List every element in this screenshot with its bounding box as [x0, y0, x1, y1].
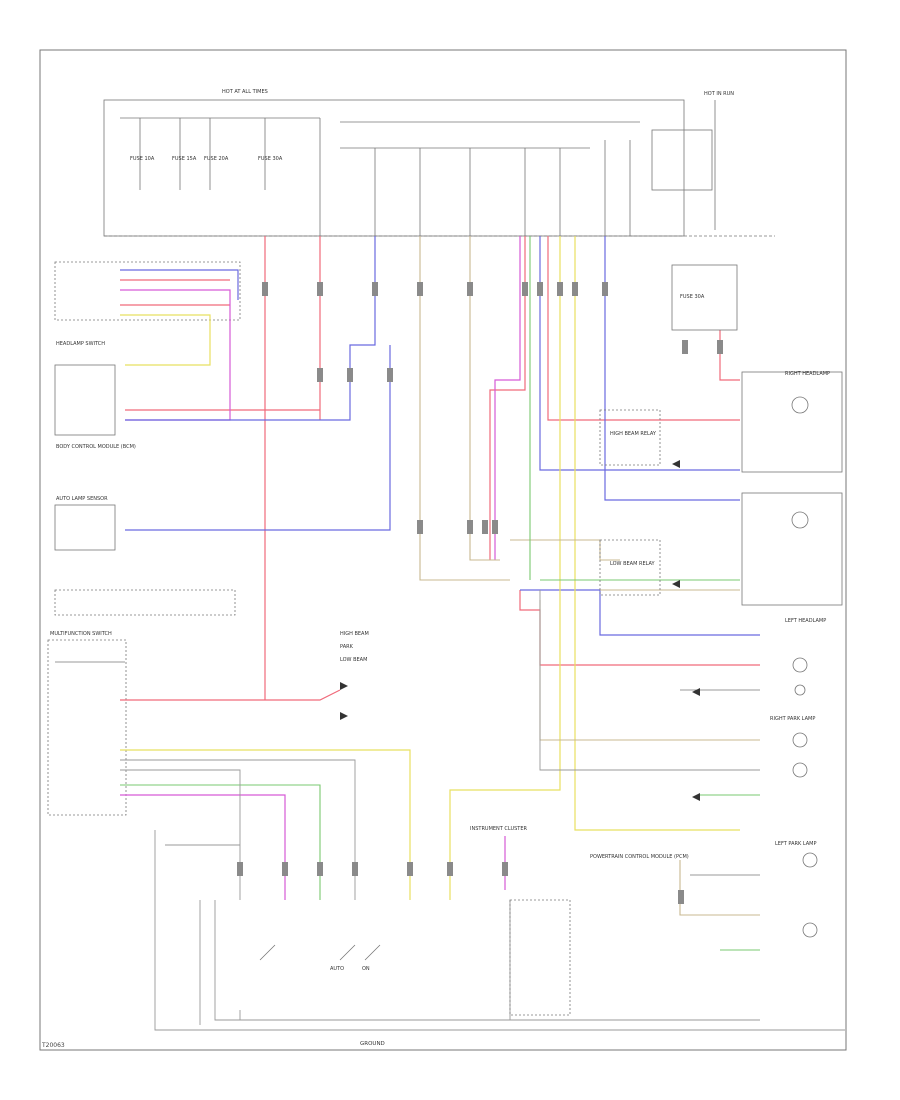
diagram-frame [39, 49, 847, 1051]
diagram-figure-id: T20063 [41, 1042, 65, 1049]
svg-text:RIGHT PARK LAMP: RIGHT PARK LAMP [770, 716, 815, 722]
svg-text:PARK: PARK [340, 644, 354, 650]
svg-text:GROUND: GROUND [360, 1041, 385, 1047]
svg-text:AUTO: AUTO [330, 966, 344, 972]
svg-text:FUSE 10A: FUSE 10A [130, 156, 155, 162]
tan-wires [419, 236, 760, 916]
svg-text:HEADLAMP SWITCH: HEADLAMP SWITCH [56, 341, 105, 347]
svg-text:AUTO LAMP SENSOR: AUTO LAMP SENSOR [56, 496, 108, 502]
svg-text:FUSE 30A: FUSE 30A [680, 294, 705, 300]
connector-markers [237, 282, 723, 904]
svg-text:INSTRUMENT CLUSTER: INSTRUMENT CLUSTER [470, 826, 528, 832]
svg-text:BODY CONTROL MODULE (BCM): BODY CONTROL MODULE (BCM) [56, 444, 136, 450]
fuse-label-text: HOT AT ALL TIMES FUSE 10A FUSE 15A FUSE … [130, 89, 734, 162]
red-wires [120, 236, 760, 701]
wire-arrows [340, 460, 700, 801]
svg-text:RIGHT HEADLAMP: RIGHT HEADLAMP [785, 371, 830, 377]
right-components [599, 264, 843, 938]
svg-text:HIGH BEAM RELAY: HIGH BEAM RELAY [610, 431, 657, 437]
left-components [47, 261, 241, 816]
power-distribution-box [103, 99, 775, 237]
svg-text:LOW BEAM: LOW BEAM [340, 657, 367, 663]
svg-text:POWERTRAIN CONTROL MODULE (PCM: POWERTRAIN CONTROL MODULE (PCM) [590, 854, 689, 860]
svg-text:LEFT HEADLAMP: LEFT HEADLAMP [785, 618, 826, 624]
svg-text:HOT AT ALL TIMES: HOT AT ALL TIMES [222, 89, 268, 95]
right-component-text: RIGHT HEADLAMP LEFT HEADLAMP RIGHT PARK … [590, 294, 830, 860]
bottom-switches [259, 899, 571, 1016]
bottom-switch-text: AUTO ON INSTRUMENT CLUSTER PARK HIGH BEA… [330, 631, 528, 1047]
grey-wires [120, 590, 845, 1031]
svg-text:ON: ON [362, 966, 370, 972]
svg-text:MULTIFUNCTION SWITCH: MULTIFUNCTION SWITCH [50, 631, 112, 637]
svg-text:FUSE 15A: FUSE 15A [172, 156, 197, 162]
left-component-text: HEADLAMP SWITCH AUTO LAMP SENSOR MULTIFU… [50, 341, 136, 637]
yellow-wires [120, 236, 740, 900]
green-wires [120, 236, 760, 951]
svg-text:LOW BEAM RELAY: LOW BEAM RELAY [610, 561, 656, 567]
svg-text:LEFT PARK LAMP: LEFT PARK LAMP [775, 841, 816, 847]
svg-text:HIGH BEAM: HIGH BEAM [340, 631, 369, 637]
svg-text:HOT IN RUN: HOT IN RUN [704, 91, 734, 97]
blue-wires [120, 236, 760, 636]
svg-text:FUSE 30A: FUSE 30A [258, 156, 283, 162]
svg-text:FUSE 20A: FUSE 20A [204, 156, 229, 162]
